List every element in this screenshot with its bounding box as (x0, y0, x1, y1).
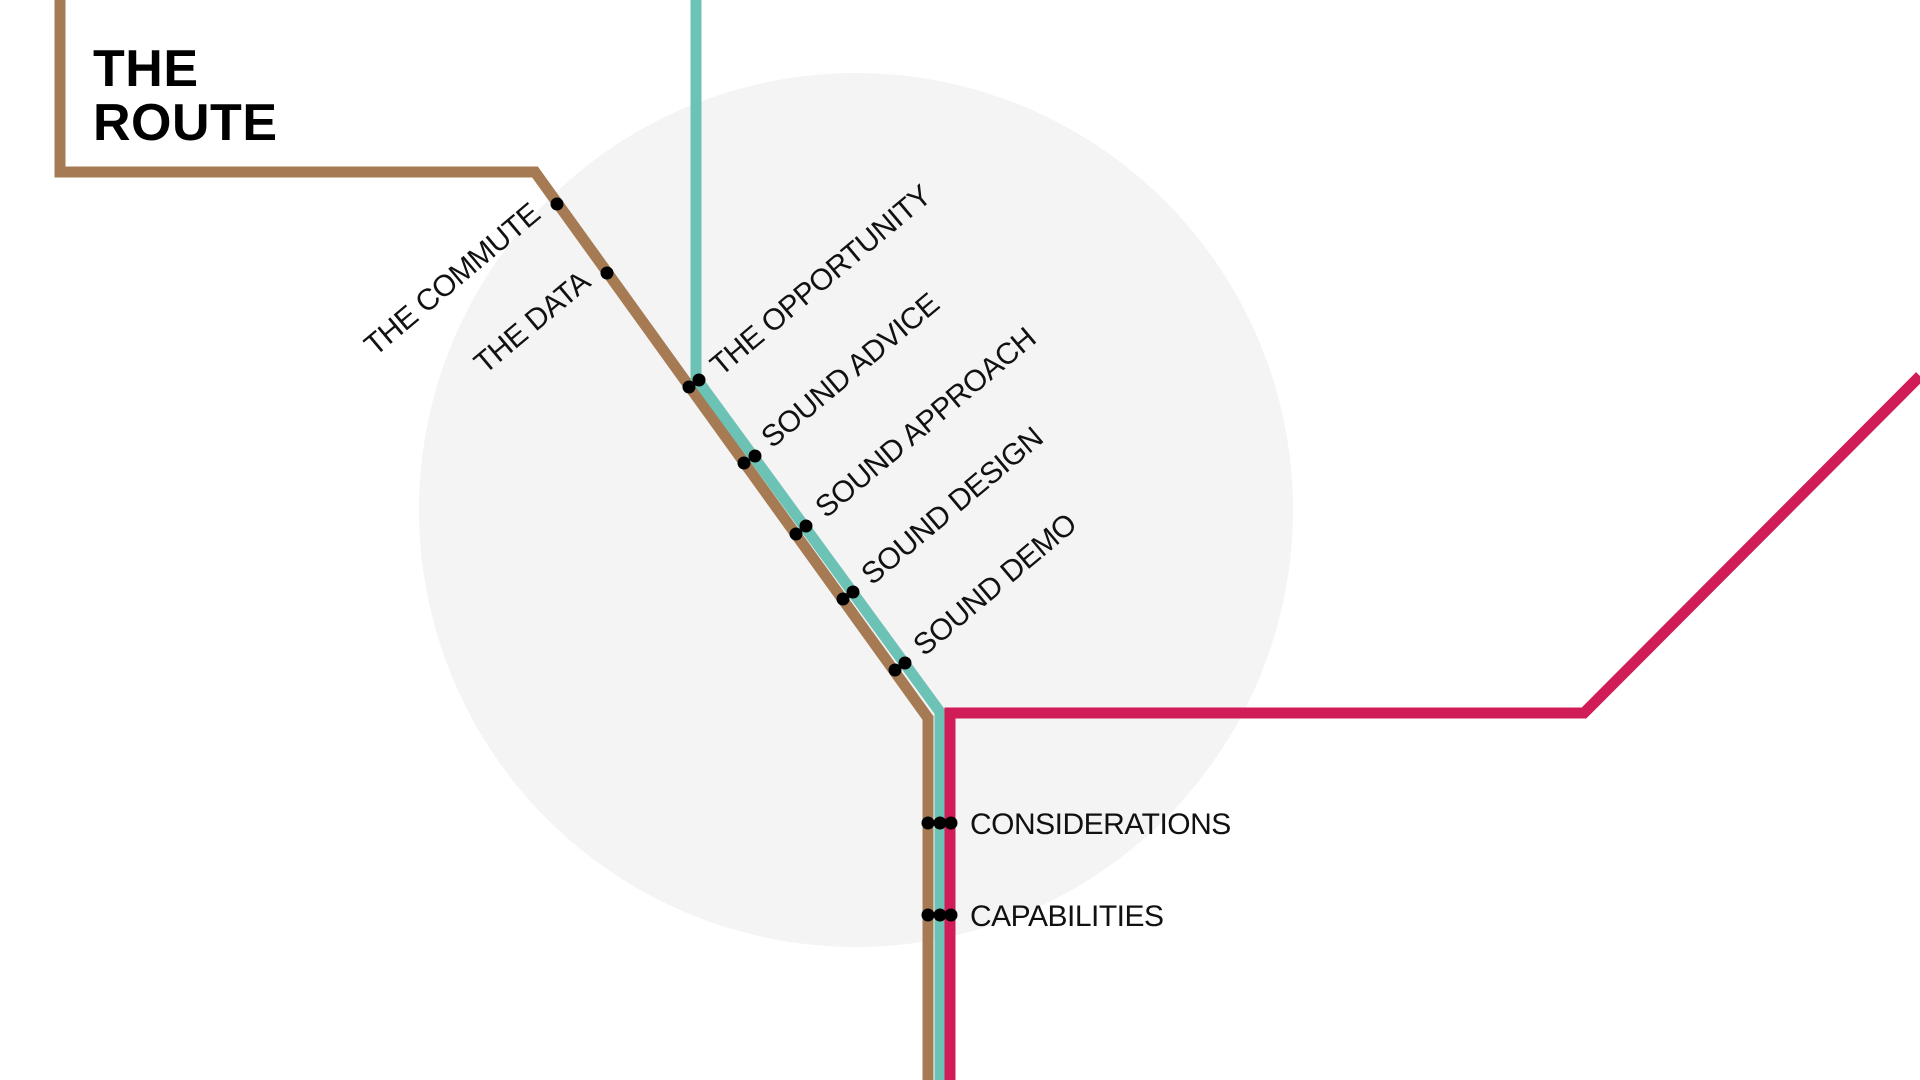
station-dot-sound-advice-teal (748, 449, 762, 463)
station-dot-capabilities-brown (921, 908, 935, 922)
brown-line (54, 0, 934, 1080)
station-dot-sound-advice-brown (737, 456, 751, 470)
station-dot-sound-approach-brown (789, 527, 803, 541)
station-dot-capabilities-magenta (944, 908, 958, 922)
station-dots (550, 197, 958, 922)
station-dot-sound-design-brown (836, 592, 850, 606)
station-dot-the-data (600, 266, 614, 280)
page-title-line-1: THE (93, 40, 199, 98)
station-dot-the-commute (550, 197, 564, 211)
station-dot-sound-demo-brown (888, 663, 902, 677)
station-dot-considerations-teal (933, 816, 947, 830)
station-dot-considerations-magenta (944, 816, 958, 830)
page-title-line-2: ROUTE (93, 94, 278, 152)
station-dot-the-opportunity-brown (682, 380, 696, 394)
station-dot-sound-demo-teal (898, 656, 912, 670)
station-dot-sound-design-teal (846, 585, 860, 599)
magenta-line (944, 372, 1920, 1080)
station-dot-capabilities-teal (933, 908, 947, 922)
background-circle (419, 73, 1293, 947)
station-dot-sound-approach-teal (799, 519, 813, 533)
teal-line (690, 0, 946, 1080)
station-dot-considerations-brown (921, 816, 935, 830)
station-label-considerations: CONSIDERATIONS (970, 808, 1231, 841)
station-label-capabilities: CAPABILITIES (970, 900, 1164, 933)
page-title: THE ROUTE (93, 42, 278, 150)
station-dot-the-opportunity-teal (692, 373, 706, 387)
